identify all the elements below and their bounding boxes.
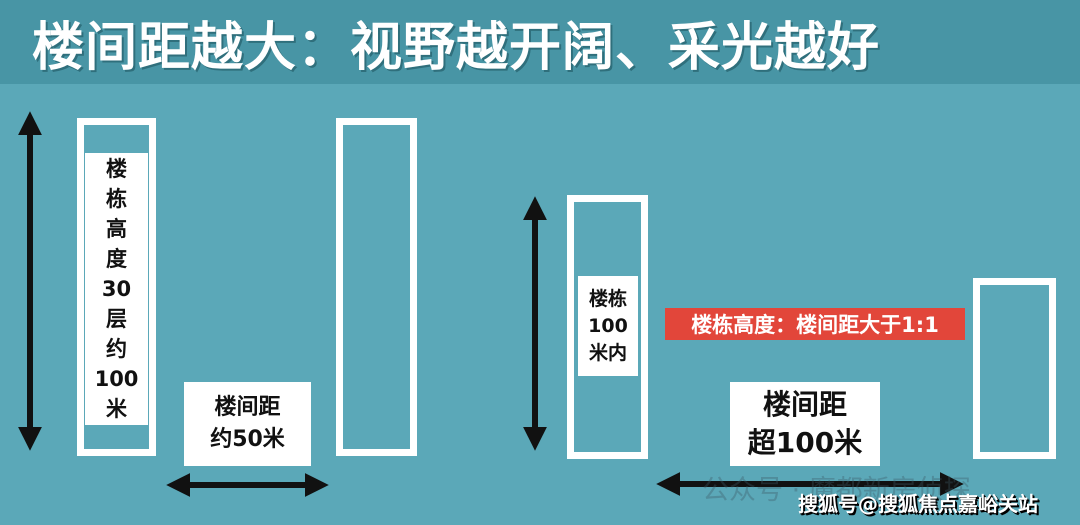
label-line: 超100米: [747, 426, 863, 459]
label-line: 高: [106, 217, 127, 241]
label-line: 约: [106, 337, 127, 361]
building-3: [567, 195, 648, 459]
label-line: 度: [106, 247, 127, 271]
label-line: 楼: [106, 157, 127, 181]
building-height-label-right: 楼栋 100 米内: [578, 276, 638, 376]
building-2: [336, 118, 417, 456]
label-line: 100: [94, 367, 139, 391]
label-line: 米内: [588, 341, 627, 364]
label-line: 30: [101, 277, 132, 301]
label-line: 层: [106, 307, 127, 331]
watermark: 公众号 · 魔都新房侦探: [702, 475, 971, 506]
label-line: 楼栋: [588, 287, 627, 310]
spacing-label-right: 楼间距 超100米: [730, 382, 880, 466]
label-line: 米: [106, 397, 127, 421]
source-credit: 搜狐号@搜狐焦点嘉峪关站: [798, 492, 1038, 516]
label-line: 100: [588, 314, 628, 337]
label-line: 约50米: [210, 427, 285, 452]
title-bar: 楼间距越大：视野越开阔、采光越好: [0, 0, 1080, 84]
building-1: [77, 118, 156, 456]
label-line: 楼间距: [214, 395, 281, 420]
spacing-label-left: 楼间距 约50米: [184, 382, 311, 466]
building-4: [973, 278, 1056, 459]
ratio-label: 楼栋高度：楼间距大于1:1: [665, 308, 965, 340]
building-height-label: 楼 栋 高 度 30 层 约 100 米: [85, 153, 148, 425]
label-line: 栋: [106, 187, 127, 211]
page-title: 楼间距越大：视野越开阔、采光越好: [32, 17, 881, 78]
label-line: 楼间距: [762, 388, 847, 421]
